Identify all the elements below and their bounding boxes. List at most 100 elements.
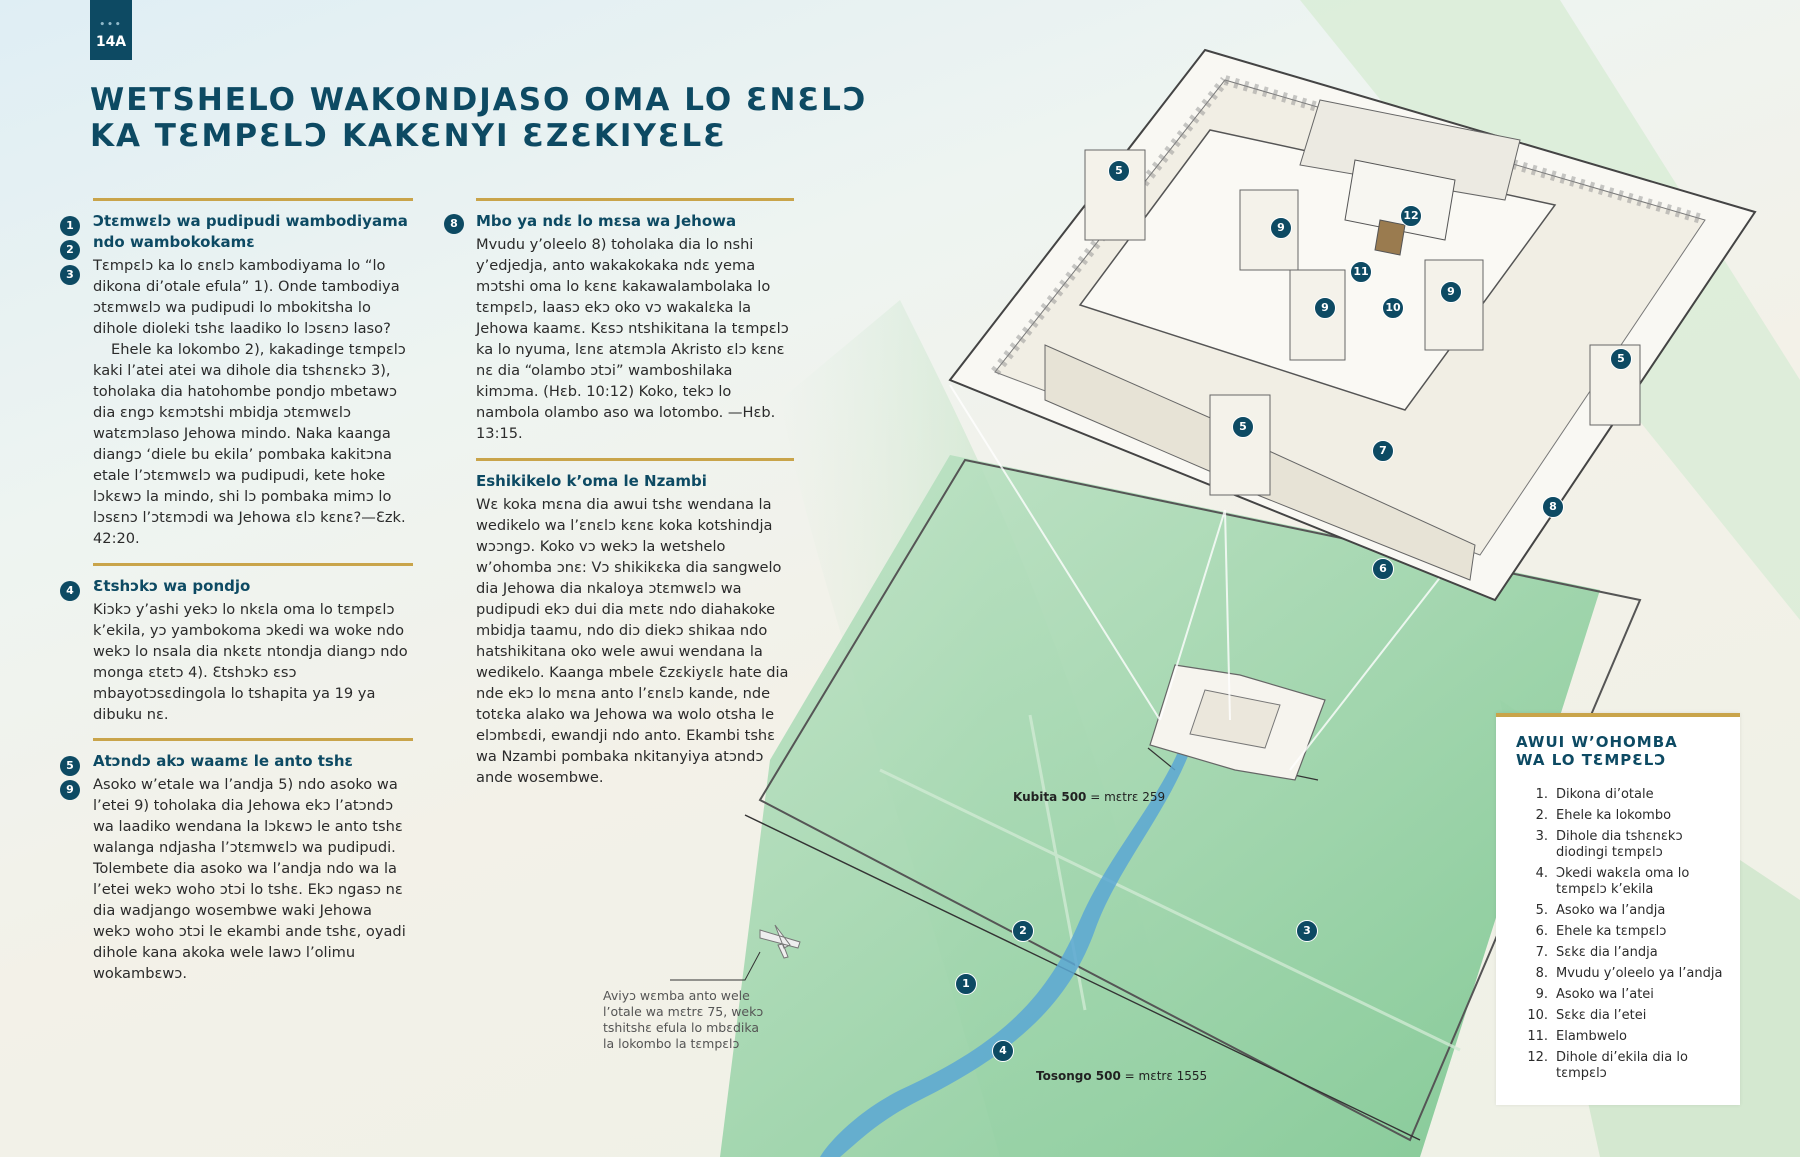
airplane-note: Aviyɔ wɛmba anto wele l’otale wa mɛtrɛ 7… [603, 988, 764, 1051]
section-marker-4: 4 [60, 581, 80, 601]
legend-item: 11. Elambwelo [1514, 1029, 1730, 1045]
diagram-marker-6: 6 [1372, 558, 1394, 580]
section-marker-9: 9 [60, 780, 80, 800]
legend-item-number: 12. [1527, 1050, 1548, 1065]
diagram-marker-5: 5 [1108, 160, 1130, 182]
legend-item-text: Elambwelo [1556, 1029, 1627, 1044]
legend-item: 7. Sɛkɛ dia l’andja [1514, 945, 1730, 961]
legend-item-number: 7. [1535, 945, 1548, 960]
section-heading: Eshikikelo k’oma le Nzambi [476, 472, 707, 490]
legend-item-number: 2. [1535, 808, 1548, 823]
section-paragraph: Wɛ koka mɛna dia awui tshɛ wendana la we… [476, 496, 789, 786]
title-line-2: KA TƐMPƐLƆ KAKƐNYI ƐZƐKIYƐLƐ [90, 118, 727, 154]
section-standards: Atɔndɔ akɔ waamɛ le anto tshɛ Asoko w’et… [93, 738, 413, 984]
legend-item-text: Asoko wa l’andja [1556, 903, 1666, 918]
diagram-marker-10: 10 [1382, 297, 1404, 319]
legend-item-text: Dihole dia tshɛnɛkɔ diodingi tɛmpɛlɔ [1556, 829, 1683, 860]
legend-item-text: Asoko wa l’atei [1556, 987, 1654, 1002]
legend-item: 10. Sɛkɛ dia l’etei [1514, 1008, 1730, 1024]
section-paragraph: Ehele ka lokombo 2), kakadinge tɛmpɛlɔ k… [93, 341, 406, 547]
diagram-marker-2: 2 [1012, 920, 1034, 942]
section-dining-rooms: Mbo ya ndɛ lo mɛsa wa Jehowa Mvudu y’ole… [476, 198, 794, 444]
section-marker-5: 5 [60, 756, 80, 776]
section-rule [93, 198, 413, 201]
section-rule [476, 458, 794, 461]
legend-item: 4. Ɔkedi wakɛla oma lo tɛmpɛlɔ k’ekila [1514, 866, 1730, 898]
legend-item-number: 9. [1535, 987, 1548, 1002]
page-tag: ••• 14A [90, 0, 132, 60]
section-blessings: Ɛtshɔkɔ wa pondjo Kiɔkɔ y’ashi yekɔ lo n… [93, 563, 413, 725]
legend-title: AWUI W’OHOMBA WA LO TƐMPƐLƆ [1516, 733, 1740, 769]
section-heading: Ɔtɛmwɛlɔ wa pudipudi wambodiyama ndo wam… [93, 212, 408, 251]
temple-complex [948, 48, 1757, 602]
diagram-marker-9: 9 [1270, 217, 1292, 239]
dimension-width: Kubita 500 = mɛtrɛ 259 [1013, 790, 1165, 804]
legend-item-number: 4. [1535, 866, 1548, 881]
section-marker-1: 1 [60, 216, 80, 236]
legend-item-number: 3. [1535, 829, 1548, 844]
dimension-length: Tosongo 500 = mɛtrɛ 1555 [1036, 1069, 1207, 1083]
legend-title-line-1: AWUI W’OHOMBA [1516, 733, 1678, 751]
section-rule [93, 738, 413, 741]
legend-title-line-2: WA LO TƐMPƐLƆ [1516, 751, 1667, 769]
diagram-marker-8: 8 [1542, 496, 1564, 518]
legend-item-text: Ehele ka lokombo [1556, 808, 1672, 823]
legend-item-text: Mvudu y’oleelo ya l’andja [1556, 966, 1723, 981]
section-paragraph: Mvudu y’oleelo 8) toholaka dia lo nshi y… [476, 236, 789, 442]
section-rule [476, 198, 794, 201]
section-pure-worship: Ɔtɛmwɛlɔ wa pudipudi wambodiyama ndo wam… [93, 198, 413, 549]
diagram-marker-7: 7 [1372, 440, 1394, 462]
section-paragraph: Tɛmpɛlɔ ka lo ɛnɛlɔ kambodiyama lo “lo d… [93, 257, 400, 337]
diagram-marker-1: 1 [955, 973, 977, 995]
section-marker-2: 2 [60, 240, 80, 260]
legend-item-number: 11. [1527, 1029, 1548, 1044]
dimension-length-label: Tosongo 500 [1036, 1069, 1121, 1083]
legend-item-text: Ehele ka tɛmpɛlɔ [1556, 924, 1667, 939]
legend-item-number: 5. [1535, 903, 1548, 918]
title-line-1: WETSHELO WAKONDJASO OMA LO ƐNƐLƆ [90, 82, 868, 118]
legend-item-text: Ɔkedi wakɛla oma lo tɛmpɛlɔ k’ekila [1556, 866, 1690, 897]
legend-item-text: Dihole di’ekila dia lo tɛmpɛlɔ [1556, 1050, 1688, 1081]
legend-item-number: 10. [1527, 1008, 1548, 1023]
tag-dots: ••• [99, 20, 123, 30]
diagram-marker-12: 12 [1400, 205, 1422, 227]
legend-item-text: Dikona di’otale [1556, 787, 1654, 802]
legend-box: AWUI W’OHOMBA WA LO TƐMPƐLƆ 1. Dikona di’… [1496, 713, 1740, 1105]
legend-list: 1. Dikona di’otale 2. Ehele ka lokombo 3. D… [1496, 787, 1740, 1082]
dimension-width-label: Kubita 500 [1013, 790, 1087, 804]
section-divine-assurance: Eshikikelo k’oma le Nzambi Wɛ koka mɛna … [476, 458, 794, 788]
diagram-marker-9: 9 [1440, 281, 1462, 303]
diagram-marker-4: 4 [992, 1040, 1014, 1062]
legend-item: 1. Dikona di’otale [1514, 787, 1730, 803]
legend-item: 6. Ehele ka tɛmpɛlɔ [1514, 924, 1730, 940]
legend-item-number: 1. [1535, 787, 1548, 802]
section-paragraph: Kiɔkɔ y’ashi yekɔ lo nkɛla oma lo tɛmpɛl… [93, 601, 408, 723]
dimension-length-value: = mɛtrɛ 1555 [1124, 1069, 1208, 1083]
diagram-marker-5: 5 [1232, 416, 1254, 438]
section-rule [93, 563, 413, 566]
legend-item: 9. Asoko wa l’atei [1514, 987, 1730, 1003]
legend-item: 8. Mvudu y’oleelo ya l’andja [1514, 966, 1730, 982]
legend-item-number: 8. [1535, 966, 1548, 981]
legend-item: 3. Dihole dia tshɛnɛkɔ diodingi tɛmpɛlɔ [1514, 829, 1730, 861]
page-title: WETSHELO WAKONDJASO OMA LO ƐNƐLƆ KA TƐMP… [90, 82, 868, 154]
legend-item-number: 6. [1535, 924, 1548, 939]
legend-item: 5. Asoko wa l’andja [1514, 903, 1730, 919]
legend-item: 2. Ehele ka lokombo [1514, 808, 1730, 824]
section-marker-8: 8 [444, 214, 464, 234]
page-number: 14A [95, 34, 127, 50]
section-heading: Atɔndɔ akɔ waamɛ le anto tshɛ [93, 752, 353, 770]
section-paragraph: Asoko w’etale wa l’andja 5) ndo asoko wa… [93, 776, 406, 982]
section-marker-3: 3 [60, 265, 80, 285]
legend-item-text: Sɛkɛ dia l’etei [1556, 1008, 1647, 1023]
diagram-marker-9: 9 [1314, 297, 1336, 319]
section-heading: Mbo ya ndɛ lo mɛsa wa Jehowa [476, 212, 737, 230]
airplane [759, 924, 801, 959]
diagram-marker-5: 5 [1610, 348, 1632, 370]
legend-item: 12. Dihole di’ekila dia lo tɛmpɛlɔ [1514, 1050, 1730, 1082]
legend-item-text: Sɛkɛ dia l’andja [1556, 945, 1658, 960]
dimension-width-value: = mɛtrɛ 259 [1090, 790, 1166, 804]
diagram-marker-3: 3 [1296, 920, 1318, 942]
section-heading: Ɛtshɔkɔ wa pondjo [93, 577, 251, 595]
